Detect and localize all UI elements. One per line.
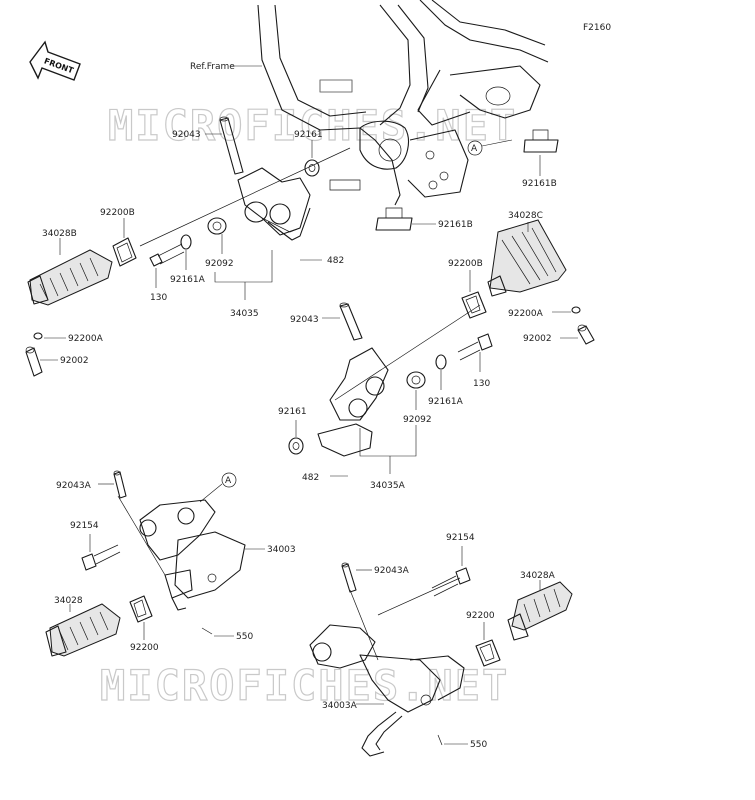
front-arrow-icon: FRONT bbox=[29, 40, 81, 81]
washer-92161-center bbox=[288, 437, 304, 455]
bushing-92092-center bbox=[406, 371, 426, 389]
footpeg-34028c bbox=[487, 219, 567, 297]
label-34028C: 34028C bbox=[508, 211, 543, 221]
label-92154-1: 92154 bbox=[70, 521, 99, 531]
label-92200B-2: 92200B bbox=[448, 259, 483, 269]
label-92161B-2: 92161B bbox=[438, 220, 473, 230]
pin-92043-center bbox=[339, 302, 363, 341]
washer-92161a-center bbox=[435, 354, 447, 370]
label-34028B: 34028B bbox=[42, 229, 77, 239]
label-482-2: 482 bbox=[302, 473, 319, 483]
label-130-2: 130 bbox=[473, 379, 490, 389]
label-34035A: 34035A bbox=[370, 481, 406, 491]
label-92161-1: 92161 bbox=[294, 130, 323, 140]
label-34035: 34035 bbox=[230, 309, 259, 319]
label-92043-1: 92043 bbox=[172, 130, 201, 140]
label-92161A-2: 92161A bbox=[428, 397, 464, 407]
rubber-92200-left bbox=[129, 595, 153, 623]
clip-92161b-right bbox=[523, 129, 559, 153]
label-92200A-1: 92200A bbox=[68, 334, 104, 344]
label-92154-2: 92154 bbox=[446, 533, 475, 543]
bolt-92002-left bbox=[25, 346, 43, 377]
watermark-top: MICROFICHES.NET bbox=[108, 101, 517, 150]
pin-92043a-left bbox=[113, 470, 127, 499]
washer-92161a-upper bbox=[180, 234, 192, 250]
washer-92200a-right bbox=[571, 306, 581, 314]
label-92200-1: 92200 bbox=[130, 643, 159, 653]
callout-a-upper bbox=[467, 140, 483, 156]
callout-a-upper-text: A bbox=[471, 144, 478, 154]
label-92200-2: 92200 bbox=[466, 611, 495, 621]
rubber-92200b-left bbox=[112, 237, 137, 267]
label-482-1: 482 bbox=[327, 256, 344, 266]
label-550-2: 550 bbox=[470, 740, 487, 750]
bracket-34035 bbox=[237, 167, 311, 241]
label-92161B-1: 92161B bbox=[522, 179, 557, 189]
footpeg-34028b bbox=[27, 249, 113, 306]
label-92092-2: 92092 bbox=[403, 415, 432, 425]
label-92043-2: 92043 bbox=[290, 315, 319, 325]
callout-a-lower-text: A bbox=[225, 476, 232, 486]
label-92002-2: 92002 bbox=[523, 334, 552, 344]
bolt-92002-right bbox=[577, 324, 595, 345]
bracket-34003 bbox=[139, 499, 246, 611]
rubber-92200-right bbox=[475, 639, 501, 667]
label-34003A: 34003A bbox=[322, 701, 358, 711]
bolt-92154-left bbox=[81, 544, 121, 571]
label-92200B-1: 92200B bbox=[100, 208, 135, 218]
bolt-92154-right bbox=[431, 567, 471, 597]
pin-92043a-right bbox=[341, 562, 357, 593]
label-34003: 34003 bbox=[267, 545, 296, 555]
washer-92161-upper bbox=[304, 159, 320, 177]
label-92161-2: 92161 bbox=[278, 407, 307, 417]
label-92092-1: 92092 bbox=[205, 259, 234, 269]
frame-reference bbox=[257, 0, 549, 206]
bolt-130-center bbox=[457, 333, 493, 361]
bracket-34035a bbox=[317, 347, 389, 457]
bolt-130-upper bbox=[149, 243, 185, 267]
watermark-bottom: MICROFICHES.NET bbox=[100, 661, 509, 710]
label-130-1: 130 bbox=[150, 293, 167, 303]
rubber-92200b-right bbox=[461, 291, 487, 319]
footpeg-34028 bbox=[45, 603, 121, 657]
pin-92043-upper bbox=[219, 116, 244, 175]
label-92043A-1: 92043A bbox=[56, 481, 92, 491]
label-92002-1: 92002 bbox=[60, 356, 89, 366]
label-34028A: 34028A bbox=[520, 571, 556, 581]
label-550-1: 550 bbox=[236, 632, 253, 642]
footpeg-34028a bbox=[507, 581, 573, 641]
label-92161A-1: 92161A bbox=[170, 275, 206, 285]
washer-92200a-left bbox=[33, 332, 43, 340]
label-92043A-2: 92043A bbox=[374, 566, 410, 576]
label-92200A-2: 92200A bbox=[508, 309, 544, 319]
bushing-92092-upper bbox=[207, 217, 227, 235]
label-34028: 34028 bbox=[54, 596, 83, 606]
figure-code: F2160 bbox=[583, 23, 611, 33]
ref-frame-label: Ref.Frame bbox=[190, 62, 235, 72]
callout-a-lower bbox=[221, 472, 237, 488]
clip-92161b-center bbox=[375, 207, 413, 231]
bracket-34003a bbox=[309, 624, 465, 757]
